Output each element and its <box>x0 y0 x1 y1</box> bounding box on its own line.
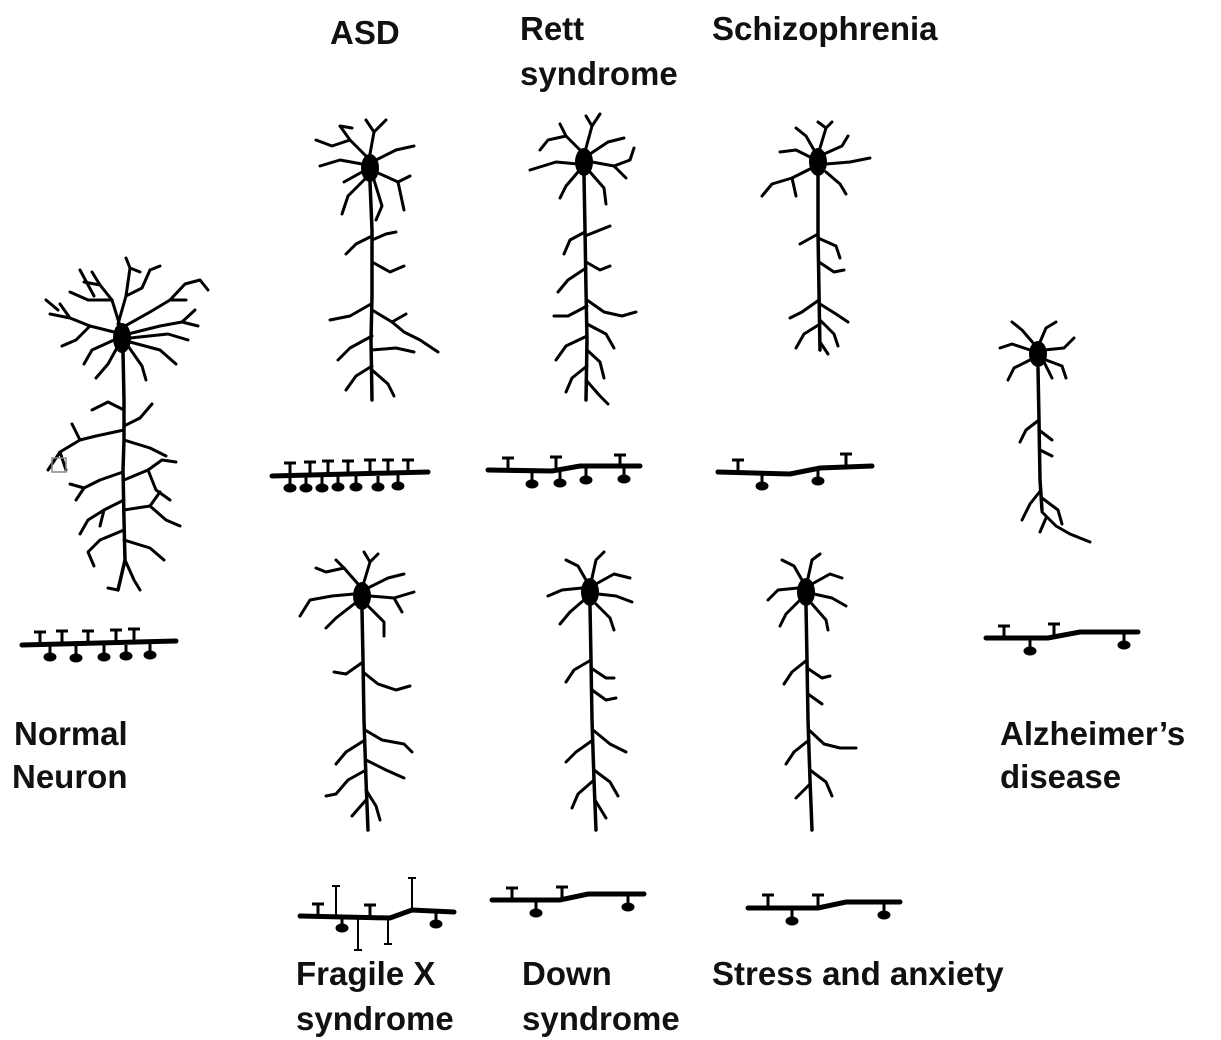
dendrite-segment-schizophrenia <box>718 454 872 489</box>
dendrite-segment-stress-anxiety <box>748 895 900 924</box>
neuron-stress-anxiety <box>768 554 856 830</box>
label-fragile-x-line1: Fragile X <box>296 955 435 992</box>
neuron-asd <box>316 120 438 400</box>
label-rett-line2: syndrome <box>520 55 678 92</box>
neuron-rett <box>530 114 636 404</box>
dendrite-segment-fragile-x <box>300 878 454 950</box>
label-normal-line1: Normal <box>14 715 128 752</box>
label-down-line2: syndrome <box>522 1000 680 1037</box>
label-fragile-x-line2: syndrome <box>296 1000 454 1037</box>
neuron-normal <box>46 258 208 590</box>
dendrite-segment-rett <box>488 455 640 487</box>
dendrite-segment-asd <box>272 460 428 491</box>
label-down-line1: Down <box>522 955 612 992</box>
dendrite-segment-normal <box>22 629 176 661</box>
label-asd: ASD <box>330 14 400 51</box>
label-stress-anxiety: Stress and anxiety <box>712 955 1004 992</box>
label-alzheimers-line1: Alzheimer’s <box>1000 715 1185 752</box>
label-alzheimers-line2: disease <box>1000 758 1121 795</box>
neuron-alzheimers <box>1000 322 1090 542</box>
neuron-schizophrenia <box>762 122 870 354</box>
neuron-down <box>548 552 632 830</box>
dendrite-segment-down <box>492 887 644 916</box>
dendrite-segment-alzheimers <box>986 624 1138 654</box>
label-rett-line1: Rett <box>520 10 584 47</box>
label-normal-line2: Neuron <box>12 758 128 795</box>
label-schizophrenia: Schizophrenia <box>712 10 938 47</box>
neuron-fragile-x <box>300 552 414 830</box>
